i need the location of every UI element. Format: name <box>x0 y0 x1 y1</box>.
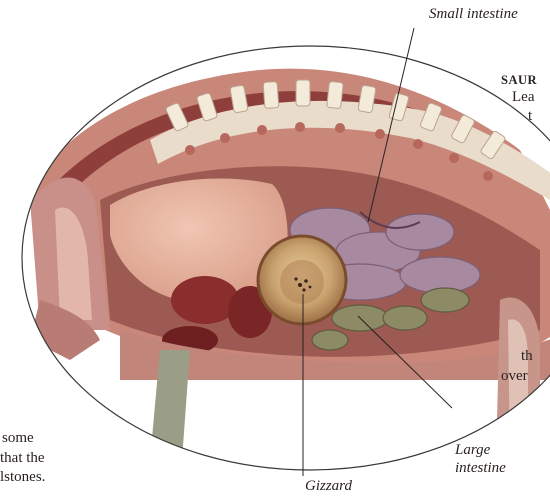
caption-line2: that the <box>0 448 45 469</box>
label-large-intestine-line1: Large <box>455 442 490 459</box>
caption-line3: lstones. <box>0 467 45 488</box>
side-text-line3: t <box>528 106 532 127</box>
label-large-intestine-line2: intestine <box>455 460 506 477</box>
label-gizzard: Gizzard <box>305 478 352 495</box>
side-text-line2: Lea <box>512 87 534 108</box>
side-text-line5: over <box>501 366 528 387</box>
caption-line1: some <box>2 428 34 449</box>
label-small-intestine: Small intestine <box>429 6 518 23</box>
side-text-line4: th <box>521 346 533 367</box>
